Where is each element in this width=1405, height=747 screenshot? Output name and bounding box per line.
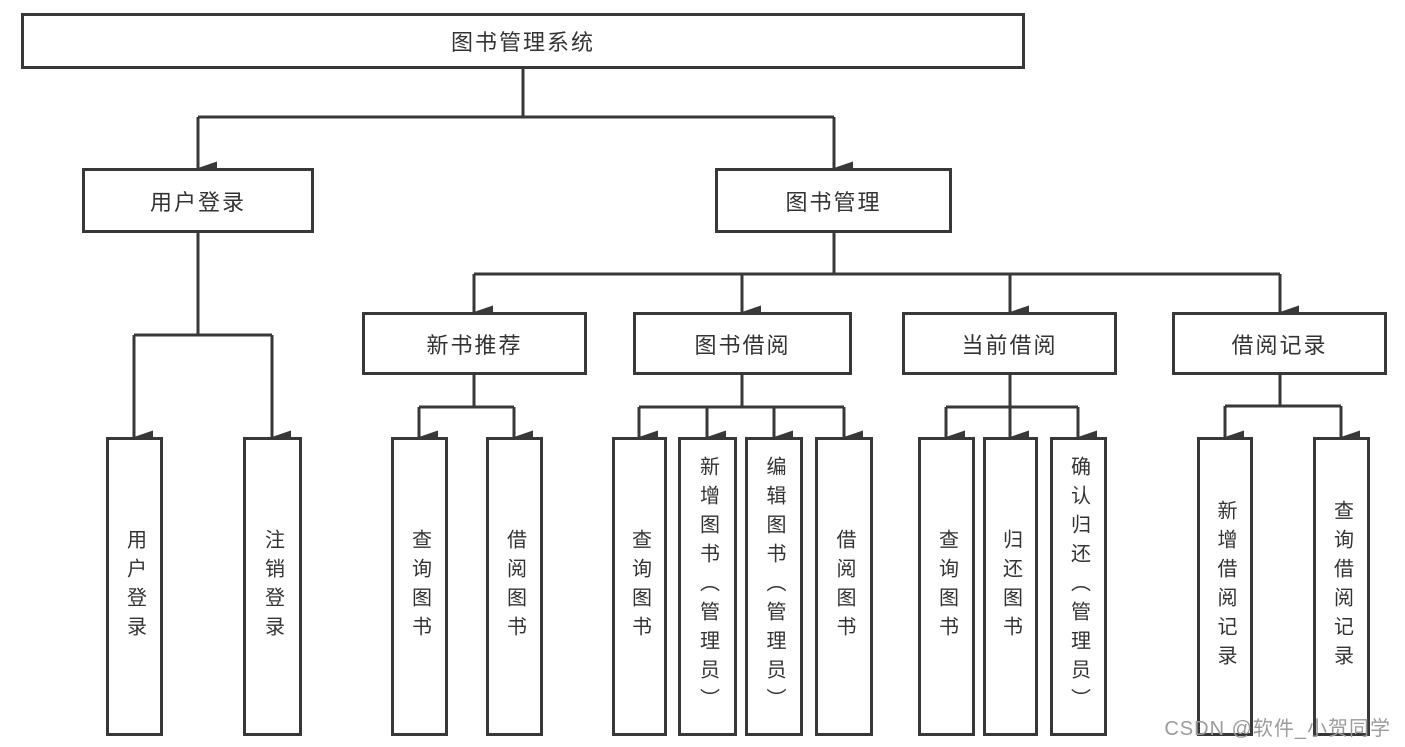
node-user-login: 用户登录 (82, 168, 314, 233)
leaf-confirm-return-admin: 确认归还（管理员） (1050, 437, 1107, 736)
node-book-borrowing-label: 图书借阅 (694, 332, 791, 358)
leaf-add-borrow-record: 新增借阅记录 (1197, 437, 1253, 736)
leaf-confirm-return-admin-label: 确认归还（管理员） (1067, 456, 1090, 717)
leaf-user-login-label: 用户登录 (123, 528, 146, 645)
node-new-book-recommend: 新书推荐 (362, 312, 587, 375)
leaf-query-borrow-record: 查询借阅记录 (1313, 437, 1370, 736)
leaf-borrow-books-recommend-label: 借阅图书 (503, 528, 526, 645)
node-book-management-label: 图书管理 (785, 189, 882, 215)
leaf-borrow-books-borrowing-label: 借阅图书 (833, 528, 855, 645)
leaf-logout-label: 注销登录 (261, 528, 284, 645)
leaf-query-books-recommend: 查询图书 (391, 437, 448, 736)
node-new-book-recommend-label: 新书推荐 (426, 332, 523, 358)
node-root-label: 图书管理系统 (450, 30, 595, 55)
leaf-user-login: 用户登录 (106, 437, 163, 736)
leaf-edit-books-admin-label: 编辑图书（管理员） (763, 456, 785, 717)
leaf-add-books-admin-label: 新增图书（管理员） (696, 456, 719, 717)
leaf-return-books-label: 归还图书 (999, 528, 1022, 645)
leaf-add-books-admin: 新增图书（管理员） (678, 437, 737, 736)
node-user-login-label: 用户登录 (149, 189, 246, 215)
leaf-edit-books-admin: 编辑图书（管理员） (745, 437, 803, 736)
node-book-borrowing: 图书借阅 (633, 312, 852, 375)
leaf-query-books-current-label: 查询图书 (935, 528, 958, 645)
node-borrow-records: 借阅记录 (1172, 312, 1387, 375)
node-root: 图书管理系统 (21, 13, 1025, 69)
leaf-logout: 注销登录 (243, 437, 302, 736)
csdn-watermark: CSDN @软件_小贺同学 (1164, 718, 1391, 740)
leaf-query-books-current: 查询图书 (918, 437, 975, 736)
leaf-query-books-borrowing-label: 查询图书 (628, 528, 651, 645)
node-borrow-records-label: 借阅记录 (1231, 332, 1328, 358)
leaf-query-books-borrowing: 查询图书 (612, 437, 667, 736)
node-book-management: 图书管理 (715, 168, 952, 233)
leaf-query-books-recommend-label: 查询图书 (408, 528, 431, 645)
leaf-query-borrow-record-label: 查询借阅记录 (1330, 499, 1353, 674)
leaf-return-books: 归还图书 (983, 437, 1038, 736)
node-current-borrowing-label: 当前借阅 (961, 332, 1058, 358)
leaf-borrow-books-borrowing: 借阅图书 (815, 437, 873, 736)
leaf-borrow-books-recommend: 借阅图书 (486, 437, 543, 736)
node-current-borrowing: 当前借阅 (902, 312, 1117, 375)
leaf-add-borrow-record-label: 新增借阅记录 (1214, 499, 1236, 674)
